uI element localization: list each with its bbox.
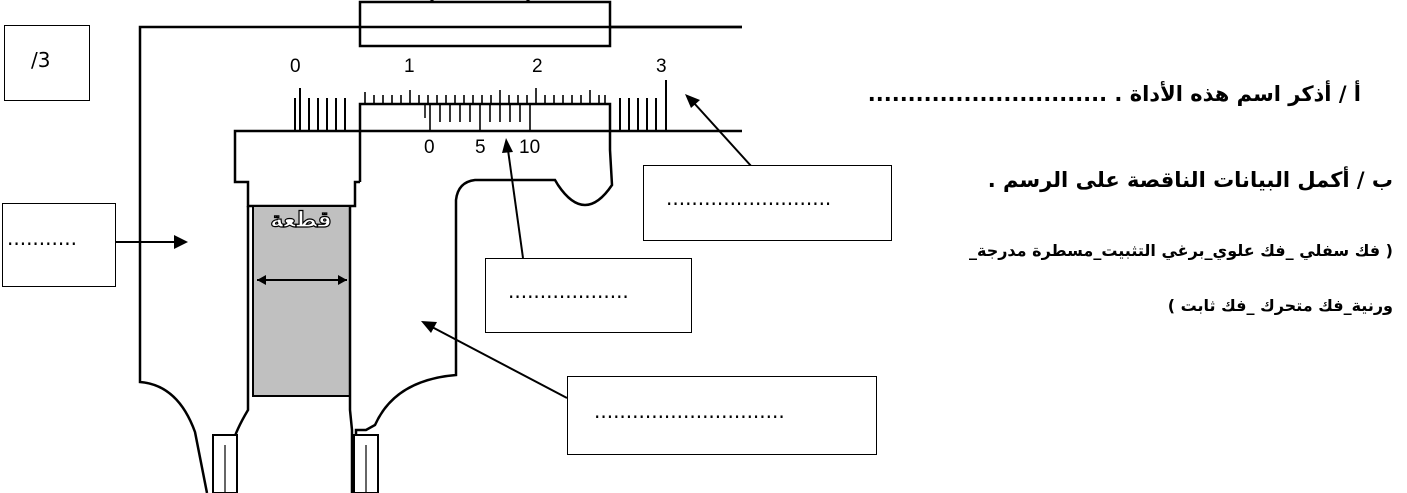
clamp-screw [358, 0, 612, 48]
sliding-frame [354, 102, 614, 493]
score-box: /3 [4, 25, 90, 101]
vernier-label-5: 5 [475, 137, 486, 158]
vernier-label-0: 0 [424, 137, 435, 158]
blank-box-lower[interactable]: .............................. [567, 376, 877, 455]
blank-box-middle[interactable]: ................... [485, 258, 692, 333]
main-body-outline [138, 25, 742, 493]
moving-jaw-left-edge [348, 206, 354, 493]
score-text: /3 [31, 48, 51, 72]
arrow-to-moving-jaw [431, 326, 568, 399]
blank-text-middle: ................... [508, 279, 629, 303]
main-scale-label-0: 0 [290, 56, 301, 77]
question-b: ب / أكمل البيانات الناقصة على الرسم . [987, 168, 1393, 192]
vernier-label-10: 10 [519, 137, 540, 158]
hint-line-2: ورنية_فك متحرك _فك ثابت ) [1167, 296, 1393, 315]
blank-text-right-top: .......................... [666, 186, 832, 210]
sample-arrow-head-left [257, 275, 266, 285]
sample-arrow-head-right [338, 275, 347, 285]
arrow-to-vernier [507, 149, 524, 259]
clamp-screw-knob [429, 0, 531, 3]
blank-text-lower: .............................. [594, 399, 785, 423]
main-scale-ticks-left [299, 88, 346, 131]
vernier-scale-ticks [429, 104, 531, 132]
blank-text-left: ........... [7, 226, 77, 250]
sample-piece [252, 205, 351, 397]
hint-line-1: ( فك سفلي _فك علوي_برغي التثبيت_مسطرة مد… [968, 241, 1393, 260]
main-scale-ticks-right [619, 80, 667, 131]
main-scale-label-2: 2 [532, 56, 543, 77]
blank-box-right-top[interactable]: .......................... [643, 165, 892, 241]
blank-box-left[interactable]: ........... [2, 203, 116, 287]
main-scale-ticks-top [364, 88, 606, 104]
upper-fixed-jaw [233, 129, 360, 208]
pointer-arrows [116, 94, 753, 399]
question-a: أ / أذكر اسم هذه الأداة . ..............… [867, 82, 1361, 106]
arrow-to-main-scale [693, 102, 753, 168]
sample-label: قطعة [270, 207, 333, 233]
main-scale-label-1: 1 [404, 56, 415, 77]
main-scale-label-3: 3 [656, 56, 667, 77]
